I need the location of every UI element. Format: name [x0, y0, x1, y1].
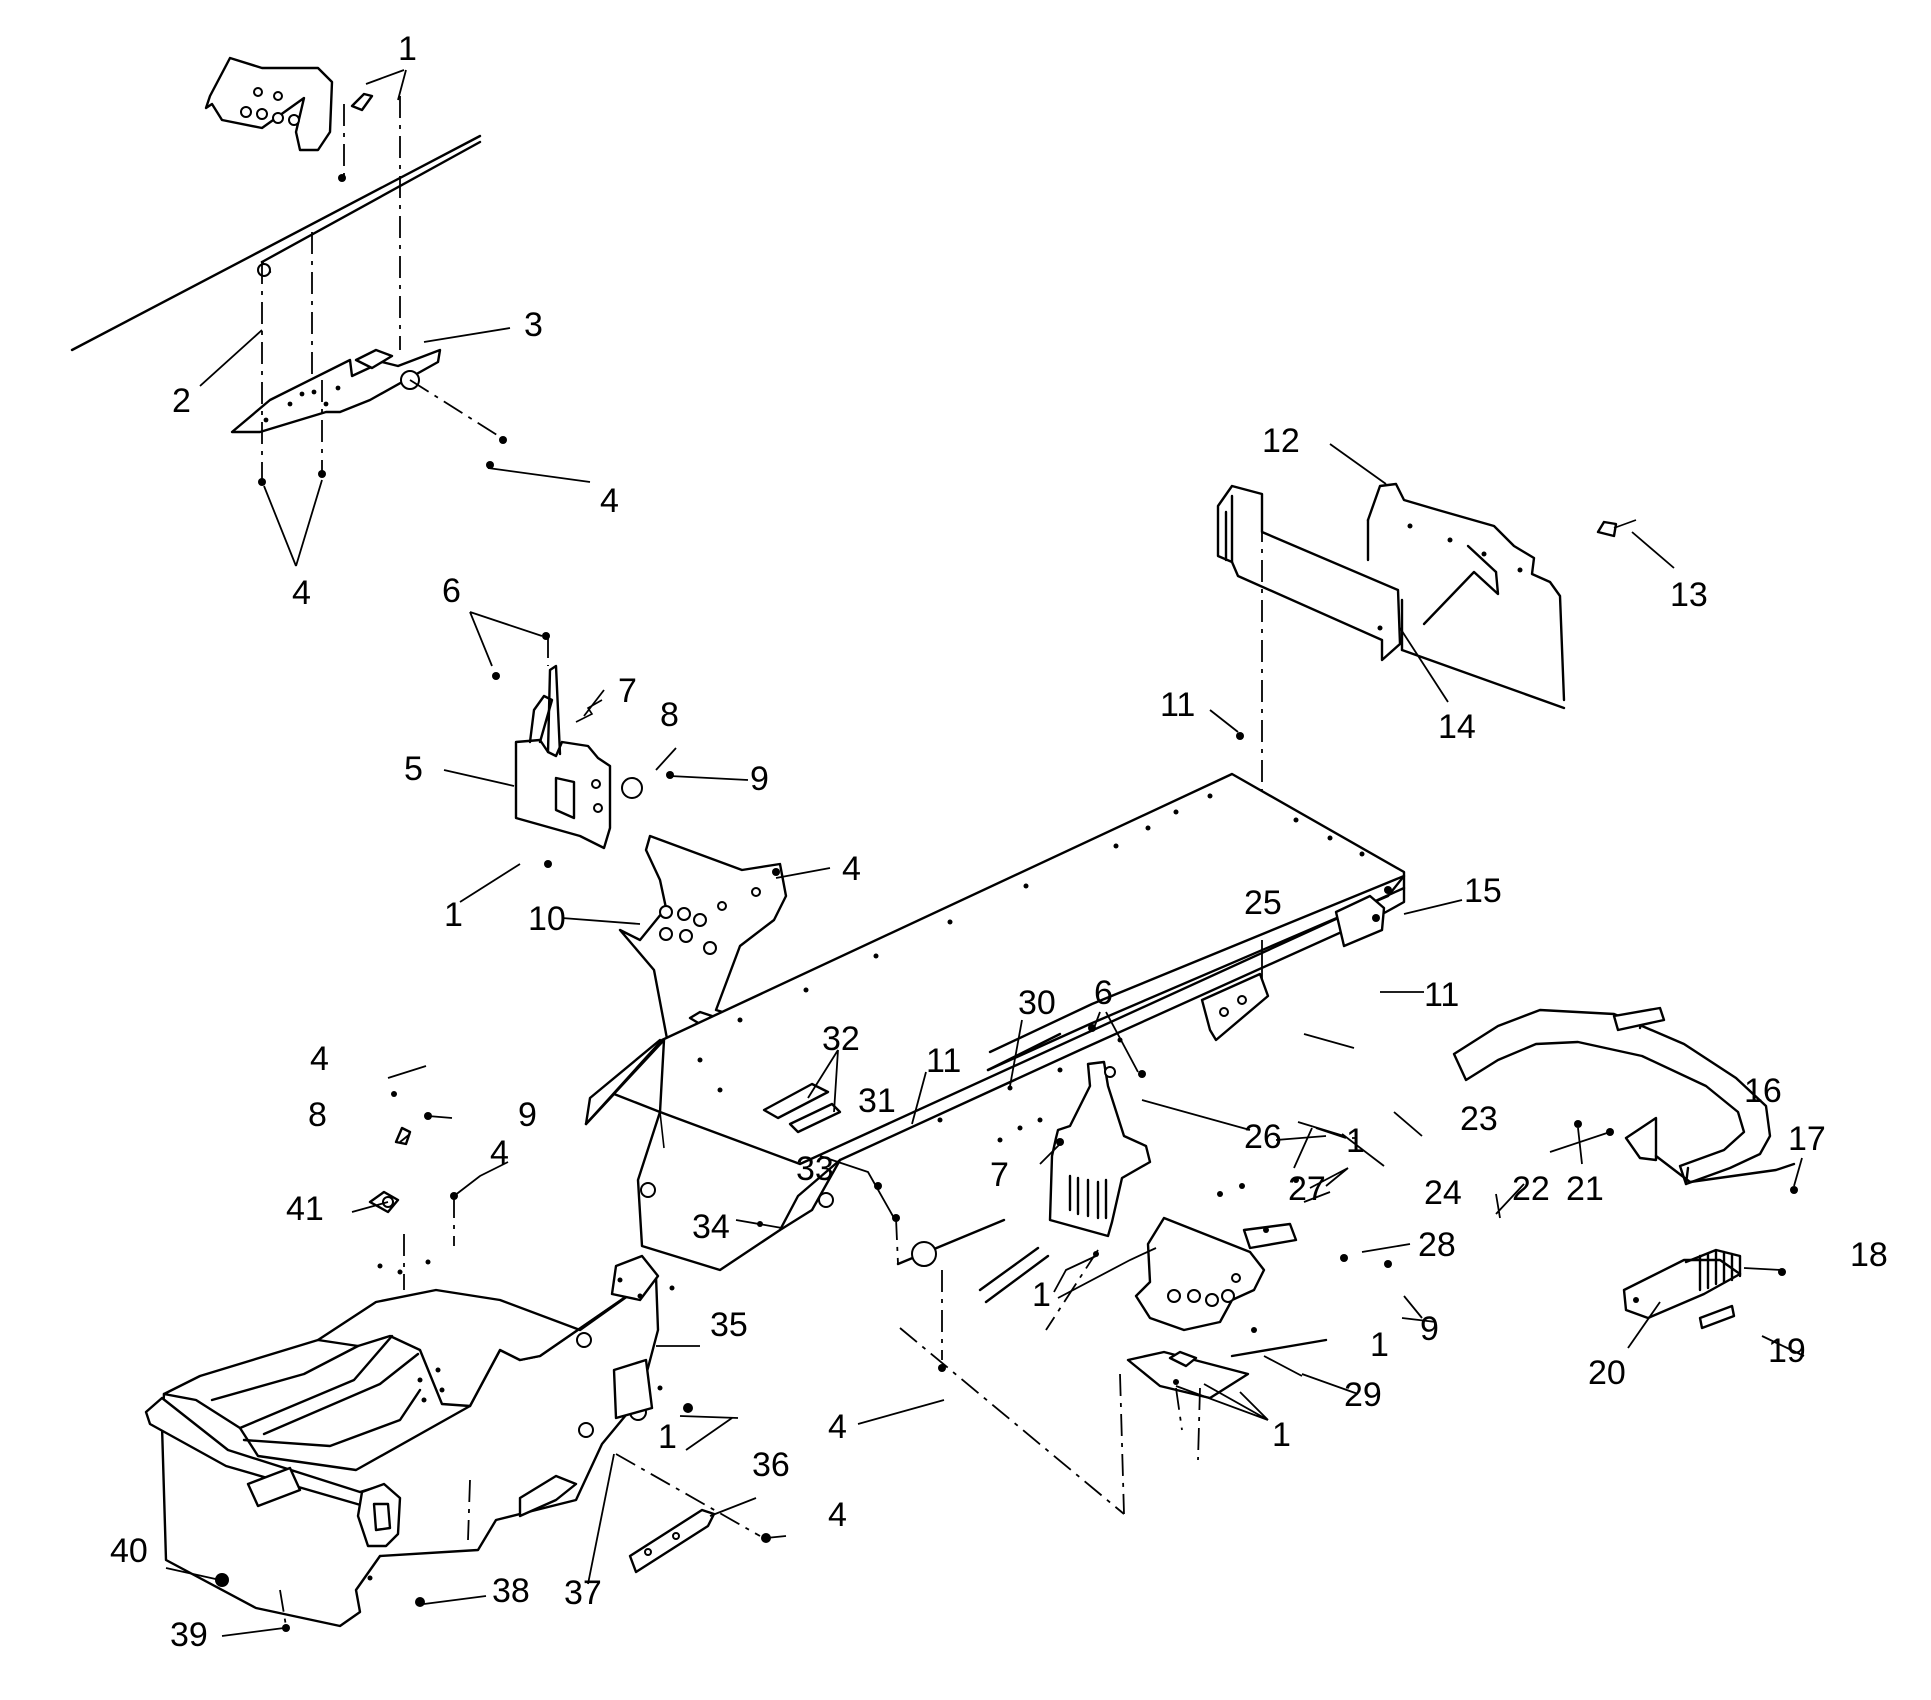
callout-label: 1 — [658, 1418, 677, 1456]
callout-label: 20 — [1588, 1354, 1626, 1392]
callout-label: 4 — [600, 482, 619, 520]
steering-bracket-assembly — [492, 632, 788, 1052]
chassis-tunnel — [584, 772, 1406, 1272]
callout-label: 11 — [926, 1042, 961, 1080]
callout-label: 7 — [990, 1156, 1009, 1194]
callout-label: 1 — [1346, 1122, 1365, 1160]
callout-label: 27 — [1288, 1170, 1326, 1208]
callout-label: 18 — [1850, 1236, 1888, 1274]
callout-label: 4 — [828, 1496, 847, 1534]
callout-label: 21 — [1566, 1170, 1604, 1208]
callout-label: 36 — [752, 1446, 790, 1484]
callout-label: 13 — [1670, 576, 1708, 614]
callout-label: 11 — [1160, 686, 1195, 724]
callout-label: 9 — [518, 1096, 537, 1134]
front-frame-assembly — [144, 1091, 771, 1632]
callout-label: 9 — [1420, 1310, 1439, 1348]
rear-panel-assembly — [1216, 482, 1637, 790]
callout-label: 30 — [1018, 984, 1056, 1022]
callout-label: 2 — [172, 382, 191, 420]
callout-label: 12 — [1262, 422, 1300, 460]
callout-label: 17 — [1788, 1120, 1826, 1158]
callout-label: 23 — [1460, 1100, 1498, 1138]
callout-label: 37 — [564, 1574, 602, 1612]
callout-label: 4 — [292, 574, 311, 612]
callout-label: 14 — [1438, 708, 1476, 746]
callout-label: 24 — [1424, 1174, 1462, 1212]
callout-labels: 1 2 3 4 4 6 7 8 9 5 4 1 10 12 13 14 11 1… — [110, 30, 1888, 1654]
callout-label: 32 — [822, 1020, 860, 1058]
callout-label: 4 — [490, 1134, 509, 1172]
callout-label: 41 — [286, 1190, 324, 1228]
callout-label: 10 — [528, 900, 566, 938]
callout-label: 8 — [308, 1096, 327, 1134]
callout-label: 39 — [170, 1616, 208, 1654]
callout-label: 29 — [1344, 1376, 1382, 1414]
callout-label: 19 — [1768, 1332, 1806, 1370]
callout-label: 33 — [796, 1150, 834, 1188]
callout-label: 35 — [710, 1306, 748, 1344]
callout-label: 26 — [1244, 1118, 1282, 1156]
callout-label: 6 — [442, 572, 461, 610]
leader-lines — [165, 69, 1805, 1637]
callout-label: 34 — [692, 1208, 730, 1246]
rear-bumper-assembly — [1452, 1006, 1798, 1330]
callout-label: 7 — [618, 672, 637, 710]
callout-label: 1 — [444, 896, 463, 934]
callout-label: 6 — [1094, 974, 1113, 1012]
callout-label: 25 — [1244, 884, 1282, 922]
callout-label: 1 — [1032, 1276, 1051, 1314]
callout-label: 4 — [842, 850, 861, 888]
callout-label: 40 — [110, 1532, 148, 1570]
callout-label: 5 — [404, 750, 423, 788]
callout-label: 4 — [828, 1408, 847, 1446]
callout-label: 1 — [398, 30, 417, 68]
upper-bracket-assembly — [70, 56, 507, 486]
callout-label: 4 — [310, 1040, 329, 1078]
callout-label: 22 — [1512, 1170, 1550, 1208]
callout-label: 31 — [858, 1082, 896, 1120]
callout-label: 16 — [1744, 1072, 1782, 1110]
steering-post-assembly — [874, 1024, 1392, 1515]
callout-label: 38 — [492, 1572, 530, 1610]
callout-label: 1 — [1272, 1416, 1291, 1454]
callout-label: 3 — [524, 306, 543, 344]
callout-label: 8 — [660, 696, 679, 734]
callout-label: 9 — [750, 760, 769, 798]
callout-label: 15 — [1464, 872, 1502, 910]
callout-label: 28 — [1418, 1226, 1456, 1264]
callout-label: 11 — [1424, 976, 1459, 1014]
callout-label: 1 — [1370, 1326, 1389, 1364]
